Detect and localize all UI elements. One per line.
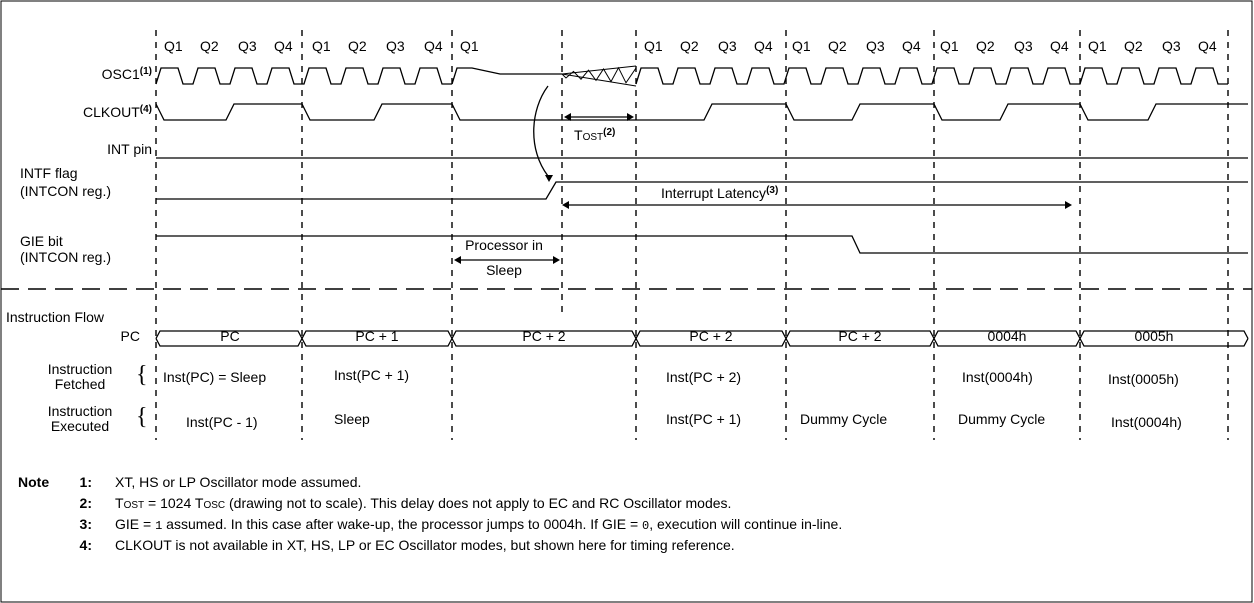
clkout-label: CLKOUT(4) (82, 104, 152, 120)
executed-instruction: Inst(PC + 1) (666, 411, 742, 427)
quarter-label: Q1 (460, 38, 479, 54)
pc-label: PC (120, 328, 140, 344)
interrupt-latency-label: Interrupt Latency(3) (661, 185, 779, 201)
note-text-4: CLKOUT is not available in XT, HS, LP or… (115, 537, 735, 553)
quarter-label: Q3 (386, 38, 405, 54)
pc-value: PC + 2 (689, 328, 733, 344)
quarter-label: Q3 (718, 38, 737, 54)
instruction-executed-label: Instruction (47, 403, 113, 419)
fetched-instruction: Inst(PC + 2) (666, 369, 742, 385)
quarter-label: Q1 (940, 38, 959, 54)
instruction-executed-label: Executed (50, 418, 110, 434)
annotation-arrows (454, 85, 1072, 264)
note-number: 2: (79, 495, 92, 511)
quarter-label: Q3 (1014, 38, 1033, 54)
wakeup-curve-arrow (533, 85, 549, 177)
osc1-clock-resumed (635, 67, 1228, 85)
quarter-label: Q2 (976, 38, 995, 54)
osc1-clock-stopping (451, 67, 562, 85)
gie-reg-label: (INTCON reg.) (20, 249, 111, 265)
pc-value: 0005h (1134, 328, 1174, 344)
pc-value: PC + 2 (522, 328, 566, 344)
quarter-label: Q3 (238, 38, 257, 54)
fetched-instruction: Inst(PC + 1) (334, 367, 410, 383)
note-number: 4: (79, 537, 92, 553)
executed-instruction: Dummy Cycle (958, 411, 1046, 427)
flag-waveforms (156, 157, 1248, 254)
intf-flag-label: INTF flag (20, 165, 78, 181)
executed-brace-icon: { (136, 404, 148, 430)
interrupt-latency-arrowhead (1065, 201, 1072, 209)
intf-flag-line (156, 181, 1248, 200)
intf-reg-label: (INTCON reg.) (20, 183, 111, 199)
quarter-label: Q4 (1198, 38, 1217, 54)
pc-value: PC + 2 (838, 328, 882, 344)
cycle-boundary-lines (155, 30, 1229, 440)
notes-title: Note (18, 474, 50, 490)
instruction-fetched-label: Instruction (47, 361, 113, 377)
quarter-label: Q2 (828, 38, 847, 54)
executed-instruction: Inst(0004h) (1111, 414, 1182, 430)
instruction-flow-label: Instruction Flow (6, 309, 105, 325)
pc-value: 0004h (987, 328, 1027, 344)
executed-instruction: Dummy Cycle (800, 411, 888, 427)
quarter-label: Q1 (792, 38, 811, 54)
processor-in-sleep-label: Processor in (465, 237, 543, 253)
sleep-arrowhead (553, 256, 560, 264)
quarter-label: Q4 (274, 38, 293, 54)
osc1-startup-envelope (561, 65, 637, 87)
osc1-clock-running (155, 67, 452, 85)
quarter-label: Q2 (1124, 38, 1143, 54)
pc-value: PC + 1 (355, 328, 399, 344)
pc-bus-bottom (155, 338, 1249, 347)
interrupt-latency-arrowhead (562, 201, 569, 209)
tost-arrowhead (564, 113, 571, 121)
wakeup-arrowhead (545, 175, 553, 182)
quarter-label: Q2 (680, 38, 699, 54)
tost-arrowhead (627, 113, 634, 121)
quarter-label: Q2 (200, 38, 219, 54)
quarter-label: Q1 (1088, 38, 1107, 54)
osc1-startup-oscillation (561, 66, 637, 84)
processor-in-sleep-label: Sleep (486, 262, 522, 278)
note-text-3: GIE = 1 assumed. In this case after wake… (115, 516, 843, 533)
quarter-label: Q3 (1162, 38, 1181, 54)
quarter-label: Q1 (164, 38, 183, 54)
sleep-arrowhead (454, 256, 461, 264)
quarter-label: Q4 (754, 38, 773, 54)
executed-instruction: Sleep (334, 411, 370, 427)
tost-label: TOST(2) (574, 127, 616, 143)
fetched-instruction: Inst(0004h) (962, 369, 1033, 385)
quarter-label: Q1 (312, 38, 331, 54)
quarter-label: Q3 (866, 38, 885, 54)
clkout-waveform-line (155, 103, 1248, 121)
executed-instruction: Inst(PC - 1) (186, 414, 258, 430)
gie-bit-line (156, 235, 1248, 254)
int-pin-label: INT pin (107, 141, 152, 157)
pc-bus-waveform (155, 330, 1249, 347)
note-number: 3: (79, 516, 92, 532)
note-text-1: XT, HS or LP Oscillator mode assumed. (115, 474, 362, 490)
osc1-label: OSC1(1) (101, 66, 152, 82)
fetched-instruction: Inst(0005h) (1108, 371, 1179, 387)
note-number: 1: (79, 474, 92, 490)
fetched-brace-icon: { (136, 362, 148, 388)
clkout-waveform (155, 103, 1248, 121)
quarter-label: Q4 (1050, 38, 1069, 54)
pc-bus-top (155, 330, 1249, 339)
osc1-waveform (155, 65, 1228, 87)
gie-bit-label: GIE bit (20, 233, 63, 249)
pc-value: PC (220, 328, 240, 344)
quarter-label: Q4 (424, 38, 443, 54)
instruction-fetched-label: Fetched (54, 376, 106, 392)
fetched-instruction: Inst(PC) = Sleep (163, 369, 267, 385)
note-text-2: TOST = 1024 TOSC (drawing not to scale).… (115, 495, 732, 511)
quarter-label: Q4 (902, 38, 921, 54)
quarter-label: Q2 (348, 38, 367, 54)
quarter-label: Q1 (644, 38, 663, 54)
